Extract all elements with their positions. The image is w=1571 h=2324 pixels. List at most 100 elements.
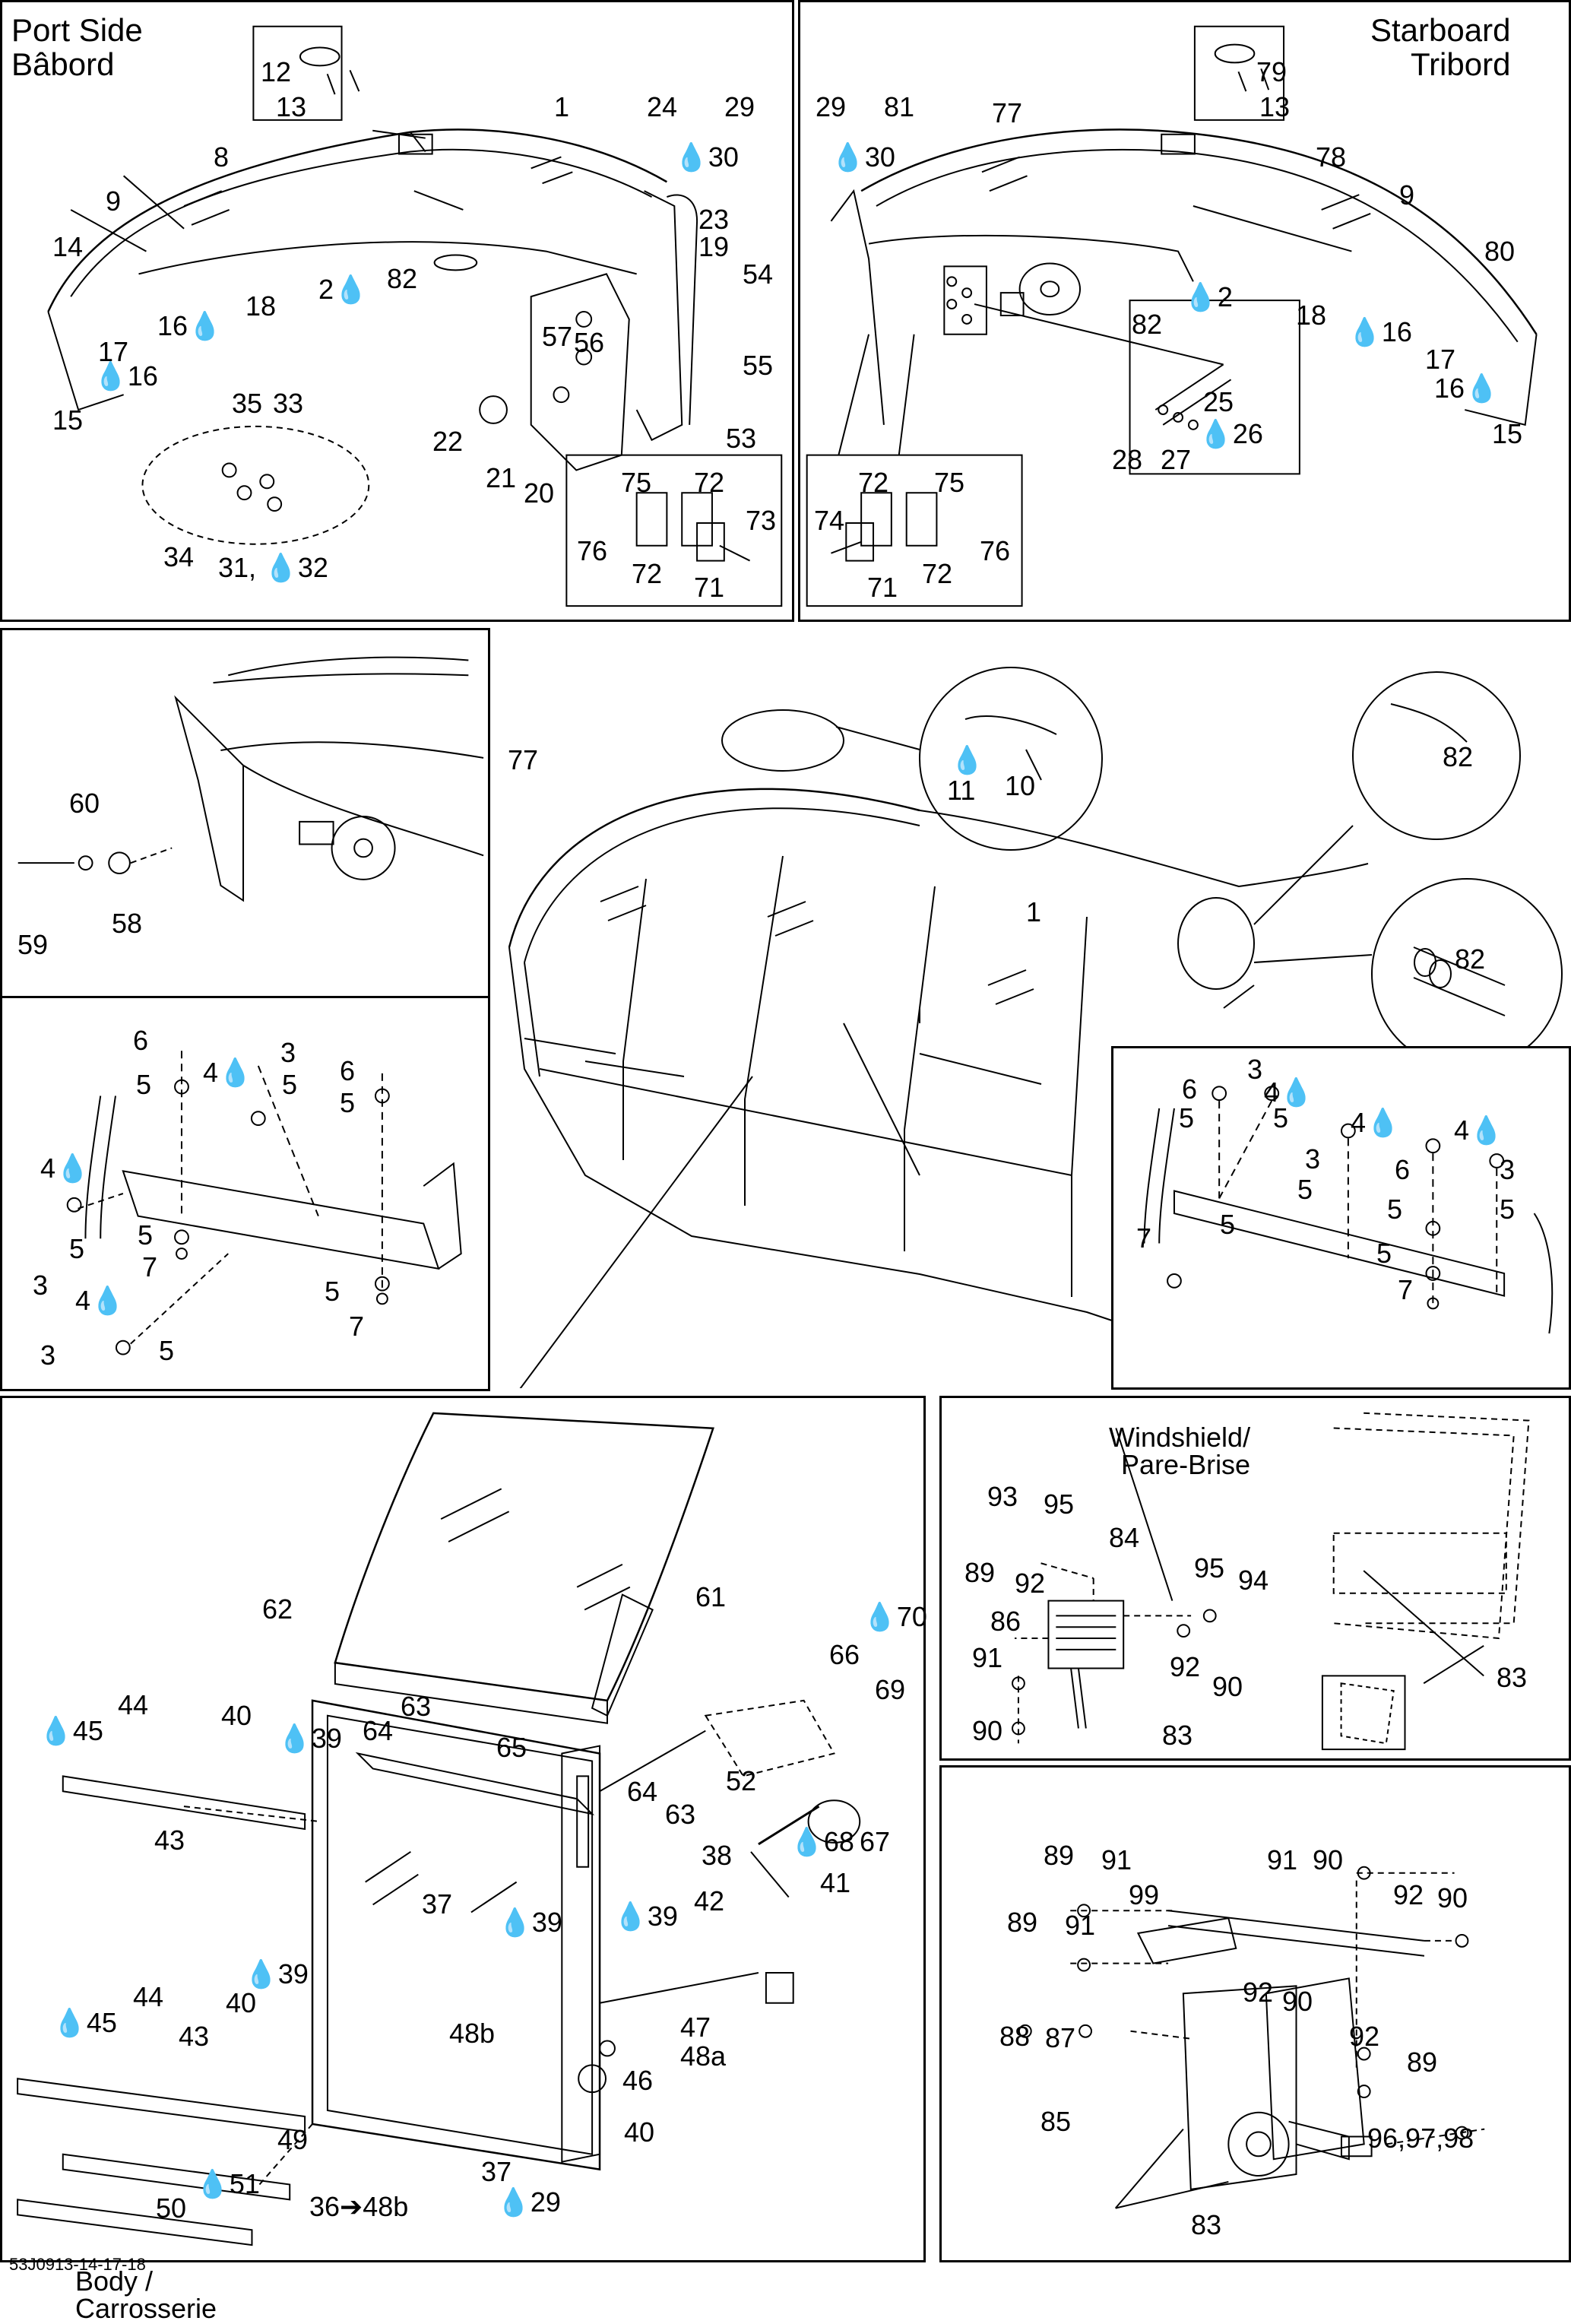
callout: 5 [1500, 1194, 1516, 1225]
callout: 37 [481, 2156, 512, 2187]
callout: 72 [632, 558, 663, 589]
callout: 4💧 [203, 1057, 252, 1088]
callout: 36➔48b [309, 2191, 409, 2222]
port-side-title: Port Side Bâbord [11, 13, 143, 82]
callout: 5 [340, 1087, 356, 1118]
callout: 19 [698, 231, 730, 262]
callout: 72 [922, 558, 953, 589]
callout: 93 [987, 1481, 1018, 1512]
windshield-overview-drawing [494, 628, 1571, 1388]
callout: 15 [52, 404, 84, 436]
callout: 17 [1425, 344, 1456, 375]
callout: 83 [1191, 2209, 1222, 2240]
bolt-inset-box [1130, 300, 1300, 474]
callout: 5 [1179, 1102, 1195, 1133]
port-title-en: Port Side [11, 12, 143, 48]
windshield-label-fr: Pare-Brise [1121, 1449, 1251, 1480]
callout: 74 [814, 505, 845, 536]
callout: 64 [363, 1715, 394, 1746]
callout: 5 [136, 1069, 152, 1100]
callout: 71 [694, 572, 725, 603]
callout: 21 [486, 462, 517, 493]
callout: 4💧 [1454, 1114, 1503, 1146]
callout: 9 [106, 185, 122, 217]
callout: 💧16 [1348, 316, 1412, 347]
wiper-top-drawing [942, 1398, 1569, 1758]
center-overview: 77 1 💧 11 10 82 82 [494, 628, 1571, 1388]
callout: 3 [1247, 1054, 1263, 1085]
callout: 💧51 [195, 2168, 260, 2199]
callout: 65 [496, 1732, 527, 1763]
callout: 1 [554, 91, 570, 122]
callout: 56 [574, 327, 605, 358]
lower-left-panel: Body / Carrosserie 62 61 💧70 66 69 💧45 4… [0, 1396, 927, 2322]
callout: 89 [1407, 2047, 1438, 2078]
callout: 57 [542, 321, 573, 352]
callout: 40 [624, 2116, 655, 2148]
callout: 12 [261, 56, 292, 87]
wiper-bottom-panel: 89 91 91 90 99 92 90 89 91 92 90 88 87 9… [939, 1765, 1571, 2262]
port-title-fr: Bâbord [11, 46, 115, 83]
callout: 💧39 [498, 1907, 562, 1938]
body-label-fr: Carrosserie [75, 2293, 217, 2324]
callout: 3 [1500, 1154, 1516, 1185]
callout: 67 [860, 1826, 891, 1857]
callout: 87 [1045, 2022, 1076, 2053]
callout: 15 [1492, 418, 1523, 449]
bracket-left-drawing [2, 998, 488, 1389]
callout: 7 [142, 1251, 158, 1282]
callout: 85 [1040, 2106, 1072, 2137]
callout: 99 [1129, 1879, 1160, 1910]
callout: 41 [820, 1867, 851, 1898]
callout: 5 [159, 1335, 175, 1366]
callout: 92 [1170, 1651, 1201, 1682]
callout: 5 [69, 1233, 85, 1264]
callout: 10 [1005, 770, 1036, 801]
callout: 89 [964, 1557, 996, 1588]
callout: 50 [156, 2192, 187, 2224]
callout: 90 [1282, 1986, 1313, 2017]
callout: 2💧 [318, 274, 368, 305]
callout: 34 [163, 541, 195, 572]
callout: 66 [829, 1639, 860, 1670]
callout: 55 [743, 350, 774, 381]
callout: 💧 [950, 744, 984, 775]
callout: 44 [118, 1689, 149, 1720]
starboard-title: Starboard Tribord [1370, 13, 1510, 82]
callout: 24 [647, 91, 678, 122]
callout: 💧30 [674, 141, 739, 173]
callout: 💧45 [39, 1715, 103, 1746]
bracket-right-panel: 3 6 4💧 5 5 4💧 4💧 3 6 3 5 5 5 7 5 5 7 [1111, 1046, 1571, 1390]
callout: 💧29 [496, 2186, 561, 2218]
callout: 82 [1443, 741, 1474, 772]
starboard-title-fr: Tribord [1410, 46, 1511, 83]
port-side-panel: Port Side Bâbord 12 13 1 24 29 8 💧30 9 2… [0, 0, 794, 622]
callout: 61 [695, 1581, 727, 1612]
callout: 4💧 [40, 1152, 90, 1184]
inset-box-12-13 [253, 27, 341, 120]
callout: 43 [154, 1825, 185, 1856]
inset-box-79-13 [1195, 27, 1284, 120]
callout: 40 [221, 1700, 252, 1731]
callout: 48b [449, 2018, 496, 2049]
callout: 75 [934, 467, 965, 498]
callout: 92 [1349, 2021, 1380, 2052]
callout: 7 [1136, 1222, 1152, 1254]
callout: 5 [1220, 1209, 1236, 1240]
callout: 4💧 [75, 1285, 125, 1316]
callout: 84 [1109, 1522, 1140, 1553]
wiper-bottom-drawing [942, 1768, 1569, 2260]
callout: 73 [746, 505, 777, 536]
callout: 35 [232, 388, 263, 419]
callout: 63 [401, 1691, 432, 1722]
callout: 16💧 [1434, 373, 1499, 404]
callout: 82 [1132, 309, 1163, 340]
callout: 44 [133, 1981, 164, 2012]
callout: 59 [17, 929, 49, 960]
callout: 90 [972, 1715, 1003, 1746]
callout: 20 [524, 477, 555, 509]
starboard-panel: Starboard Tribord 79 13 29 81 77 💧30 78 … [798, 0, 1571, 622]
callout: 47 [680, 2012, 711, 2043]
callout: 3 [280, 1037, 296, 1068]
callout: 78 [1316, 141, 1347, 173]
